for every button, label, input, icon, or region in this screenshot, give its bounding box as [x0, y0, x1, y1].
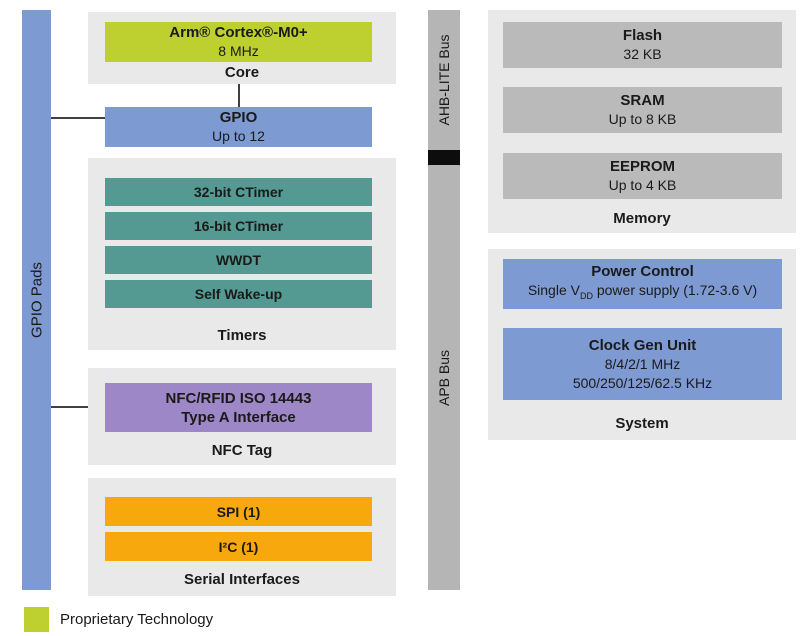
vdd-subscript: DD: [579, 290, 593, 301]
legend-proprietary-swatch: [24, 607, 49, 632]
memory-section-label: Memory: [613, 210, 671, 227]
power-control-block: Power Control Single VDD power supply (1…: [503, 259, 782, 309]
flash-size: 32 KB: [623, 46, 662, 62]
memory-section: Flash 32 KB SRAM Up to 8 KB EEPROM Up to…: [488, 10, 796, 233]
eeprom-title: EEPROM: [609, 158, 675, 175]
nfc-interface-line2: Type A Interface: [181, 408, 296, 426]
gpio-block: GPIO Up to 12: [105, 107, 372, 147]
sram-title: SRAM: [620, 92, 665, 109]
ahb-lite-bus: AHB-LITE Bus: [428, 10, 460, 150]
connector-pads-to-nfc: [51, 406, 105, 408]
self-wakeup-block: Self Wake-up: [105, 280, 372, 308]
flash-title: Flash: [622, 27, 663, 44]
system-section: Power Control Single VDD power supply (1…: [488, 249, 796, 440]
nfc-section: NFC/RFID ISO 14443 Type A Interface NFC …: [88, 368, 396, 465]
gpio-pads-bar: GPIO Pads: [22, 10, 51, 590]
bus-bar: AHB-LITE Bus APB Bus: [428, 10, 460, 590]
system-section-label: System: [615, 415, 669, 432]
gpio-count: Up to 12: [212, 128, 265, 144]
ahb-lite-bus-label: AHB-LITE Bus: [436, 34, 452, 126]
clock-gen-block: Clock Gen Unit 8/4/2/1 MHz 500/250/125/6…: [503, 328, 782, 400]
power-control-subtitle: Single VDD power supply (1.72-3.6 V): [527, 282, 758, 301]
gpio-title: GPIO: [219, 109, 258, 126]
sram-block: SRAM Up to 8 KB: [503, 87, 782, 133]
sram-size: Up to 8 KB: [608, 111, 677, 127]
cortex-m0-title: Arm® Cortex®-M0+: [169, 24, 308, 41]
flash-block: Flash 32 KB: [503, 22, 782, 68]
ctimer32-block: 32-bit CTimer: [105, 178, 372, 206]
core-section-label: Core: [224, 64, 260, 81]
cortex-m0-frequency: 8 MHz: [218, 43, 259, 59]
core-section: Arm® Cortex®-M0+ 8 MHz Core: [88, 12, 396, 84]
wwdt-block: WWDT: [105, 246, 372, 274]
gpio-pads-label: GPIO Pads: [28, 262, 45, 338]
serial-section-label: Serial Interfaces: [184, 571, 300, 588]
timers-section-label: Timers: [217, 327, 267, 344]
serial-section: SPI (1) I²C (1) Serial Interfaces: [88, 478, 396, 596]
cortex-m0-block: Arm® Cortex®-M0+ 8 MHz: [105, 22, 372, 62]
bus-bridge-separator: [428, 150, 460, 165]
ctimer16-block: 16-bit CTimer: [105, 212, 372, 240]
connector-pads-to-gpio: [51, 117, 105, 119]
connector-core-to-gpio: [238, 84, 240, 107]
spi-block: SPI (1): [105, 497, 372, 526]
nfc-section-label: NFC Tag: [211, 442, 273, 459]
legend-proprietary-label: Proprietary Technology: [60, 611, 214, 628]
clock-gen-title: Clock Gen Unit: [588, 336, 697, 354]
power-control-title: Power Control: [591, 263, 694, 281]
i2c-block: I²C (1): [105, 532, 372, 561]
nfc-interface-line1: NFC/RFID ISO 14443: [165, 389, 312, 407]
eeprom-block: EEPROM Up to 4 KB: [503, 153, 782, 199]
apb-bus-label: APB Bus: [436, 349, 452, 406]
clock-gen-mhz: 8/4/2/1 MHz: [604, 355, 681, 372]
timers-section: 32-bit CTimer 16-bit CTimer WWDT Self Wa…: [88, 158, 396, 350]
eeprom-size: Up to 4 KB: [608, 177, 677, 193]
clock-gen-khz: 500/250/125/62.5 KHz: [572, 374, 713, 391]
apb-bus: APB Bus: [428, 165, 460, 590]
nfc-interface-block: NFC/RFID ISO 14443 Type A Interface: [105, 383, 372, 432]
